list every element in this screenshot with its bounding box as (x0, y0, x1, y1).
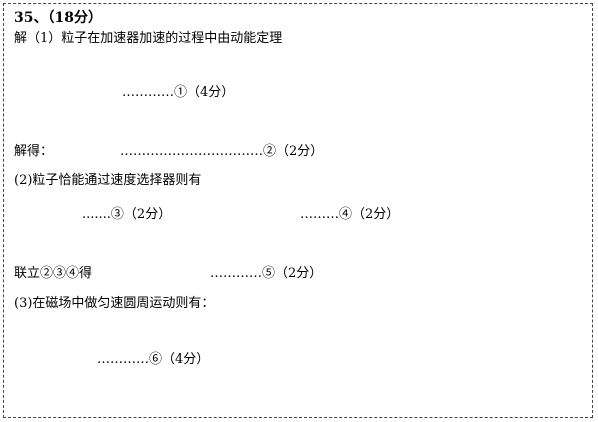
equation-2-marker: ……………………………②（2分） (120, 144, 324, 159)
equation-1-marker: …………①（4分） (122, 85, 235, 100)
part-2-text: (2)粒子恰能通过速度选择器则有 (14, 173, 202, 188)
solve-label: 解得： (14, 144, 54, 159)
combine-text: 联立②③④得 (14, 266, 93, 281)
equation-6-marker: …………⑥（4分） (97, 352, 210, 367)
part-3-text: (3)在磁场中做匀速圆周运动则有： (14, 296, 215, 311)
answer-box (3, 3, 593, 418)
question-title: 35、（18分） (14, 10, 102, 26)
equation-3-marker: .......③（2分） (82, 207, 172, 222)
equation-4-marker: ………④（2分） (300, 207, 400, 222)
equation-5-marker: …………⑤（2分） (210, 266, 323, 281)
intro-text: 解（1）粒子在加速器加速的过程中由动能定理 (14, 31, 283, 46)
